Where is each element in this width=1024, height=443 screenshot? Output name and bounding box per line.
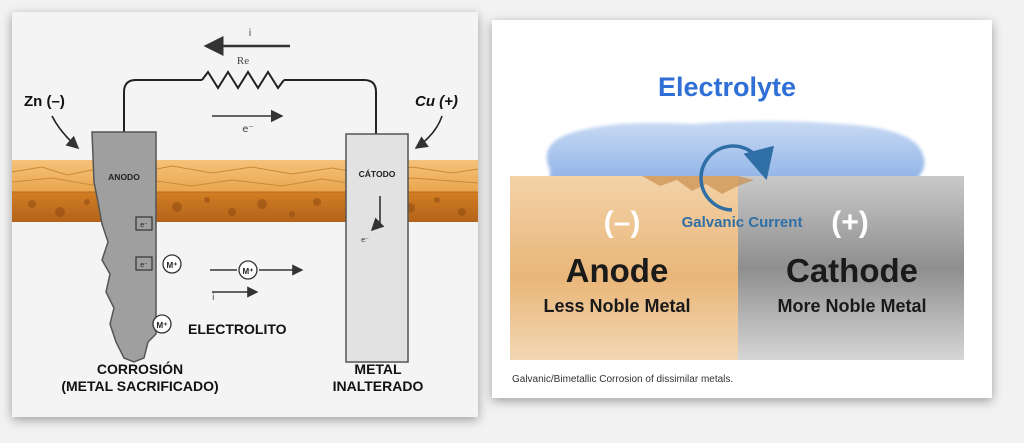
- anode-subtitle: Less Noble Metal: [543, 296, 690, 316]
- cathode-pointer-arrow: [414, 115, 443, 149]
- cathode-electrode: [345, 133, 409, 363]
- ion-circle-3-label: M⁺: [243, 267, 254, 276]
- electrolyte-droplet: [546, 121, 925, 182]
- anode-label: ANODO: [108, 172, 140, 182]
- ion-circle-1-label: M⁺: [167, 261, 178, 270]
- external-circuit-wire: [123, 70, 377, 134]
- galvanic-current-arrow: [699, 144, 774, 212]
- anode-terminal-label: Zn (–): [24, 93, 65, 110]
- galvanic-corrosion-svg: Electrolyte Galvanic Current (–) (+) Ano…: [510, 72, 964, 385]
- unaltered-caption-line1: METAL: [354, 361, 402, 377]
- corrosion-cell-diagram: i Re e⁻ Zn (–) Cu (+) ANODO e⁻ e⁻ M⁺ M⁺ …: [12, 12, 478, 417]
- corrosion-caption-line2: (METAL SACRIFICADO): [61, 378, 218, 394]
- electron-flow-label: e⁻: [242, 124, 253, 135]
- current-label-top: i: [249, 28, 252, 39]
- ion-circle-2-label: M⁺: [157, 321, 168, 330]
- ion-circle-1: [162, 254, 182, 274]
- cathode-electron-label: e⁻: [361, 236, 369, 244]
- anode-electrode: [91, 131, 157, 363]
- ion-current-label: i: [212, 293, 215, 303]
- electron-box-2: [135, 256, 153, 271]
- electrolyte-title: Electrolyte: [658, 72, 796, 102]
- electrolyte-label: ELECTROLITO: [188, 321, 287, 337]
- resistor-label: Re: [237, 55, 249, 67]
- corrosion-caption-line1: CORROSIÓN: [97, 360, 183, 377]
- anode-sign: (–): [604, 206, 641, 239]
- ion-circle-3: [238, 260, 258, 280]
- cathode-subtitle: More Noble Metal: [777, 296, 926, 316]
- cathode-sign: (+): [831, 206, 869, 239]
- corrosion-cell-svg: i Re e⁻ Zn (–) Cu (+) ANODO e⁻ e⁻ M⁺ M⁺ …: [12, 28, 478, 394]
- cathode-label: CÁTODO: [359, 169, 396, 179]
- cathode-terminal-label: Cu (+): [415, 93, 458, 110]
- anode-pointer-arrow: [51, 115, 80, 150]
- unaltered-caption-line2: INALTERADO: [333, 378, 424, 394]
- electron-box-2-label: e⁻: [140, 262, 148, 269]
- figure-caption: Galvanic/Bimetallic Corrosion of dissimi…: [512, 374, 733, 385]
- electron-box-1-label: e⁻: [140, 222, 148, 229]
- corroded-interface: [642, 176, 754, 194]
- galvanic-current-label: Galvanic Current: [682, 214, 803, 231]
- anode-block: [510, 176, 738, 360]
- cathode-block: [738, 176, 964, 360]
- ion-circle-2: [152, 314, 172, 334]
- galvanic-corrosion-diagram: Electrolyte Galvanic Current (–) (+) Ano…: [492, 20, 992, 398]
- cathode-electron-arrow: [370, 196, 385, 232]
- anode-title: Anode: [566, 252, 669, 289]
- electron-box-1: [135, 216, 153, 231]
- cathode-title: Cathode: [786, 252, 918, 289]
